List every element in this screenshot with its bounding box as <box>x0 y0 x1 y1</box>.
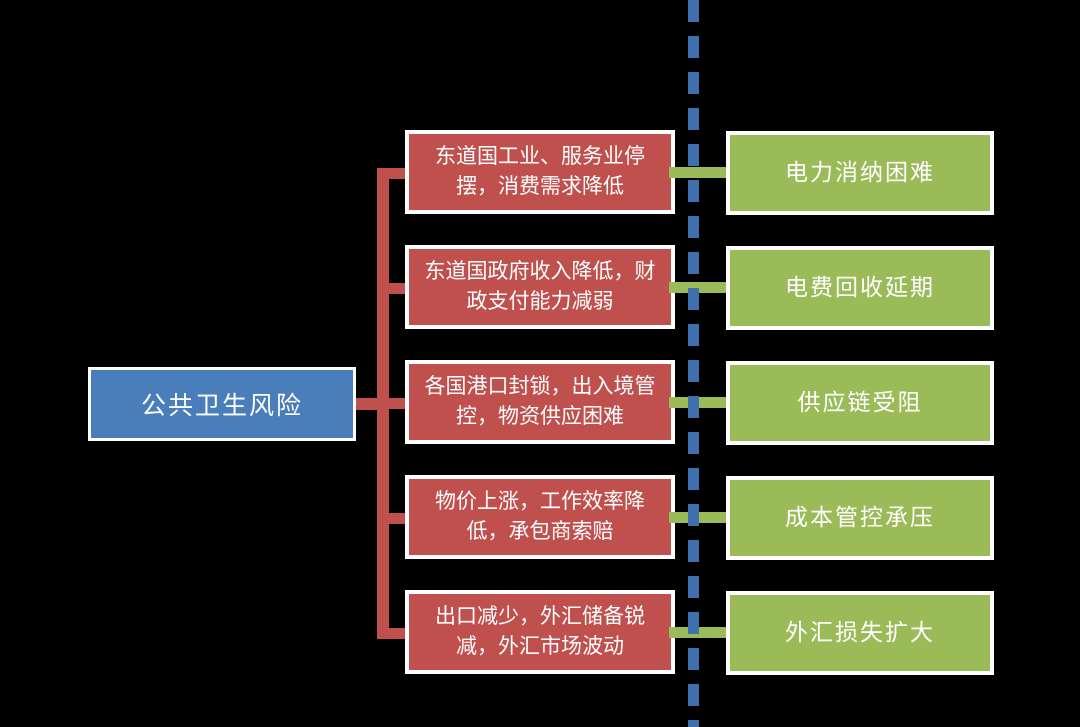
connector-red-branch-1 <box>377 168 411 179</box>
cause-box-3-label: 各国港口封锁，出入境管控，物资供应困难 <box>424 374 656 428</box>
dashed-vertical-divider <box>688 0 699 727</box>
cause-box-4-label: 物价上涨，工作效率降低，承包商索赔 <box>435 489 645 543</box>
cause-box-5[interactable]: 出口减少，外汇储备锐减，外汇市场波动 <box>405 590 675 674</box>
cause-box-4[interactable]: 物价上涨，工作效率降低，承包商索赔 <box>405 475 675 559</box>
root-node-label: 公共卫生风险 <box>140 393 303 420</box>
connector-red-branch-3 <box>377 398 411 409</box>
connector-red-branch-2 <box>377 283 411 294</box>
effect-box-1-label: 电力消纳困难 <box>785 159 935 185</box>
cause-box-1-label: 东道国工业、服务业停摆，消费需求降低 <box>435 144 645 198</box>
effect-box-4-label: 成本管控承压 <box>785 504 935 530</box>
effect-box-3-label: 供应链受阻 <box>797 389 923 415</box>
effect-box-5[interactable]: 外汇损失扩大 <box>726 591 994 675</box>
connector-green-3 <box>669 397 731 408</box>
effect-box-1[interactable]: 电力消纳困难 <box>726 131 994 215</box>
cause-box-5-label: 出口减少，外汇储备锐减，外汇市场波动 <box>435 604 645 658</box>
effect-box-3[interactable]: 供应链受阻 <box>726 361 994 445</box>
connector-green-2 <box>669 282 731 293</box>
connector-red-branch-4 <box>377 513 411 524</box>
connector-green-4 <box>669 512 731 523</box>
cause-box-2[interactable]: 东道国政府收入降低，财政支付能力减弱 <box>405 245 675 329</box>
connector-green-5 <box>669 627 731 638</box>
cause-box-1[interactable]: 东道国工业、服务业停摆，消费需求降低 <box>405 130 675 214</box>
cause-box-2-label: 东道国政府收入降低，财政支付能力减弱 <box>424 259 656 313</box>
connector-red-branch-5 <box>377 628 411 639</box>
root-node-public-health-risk[interactable]: 公共卫生风险 <box>88 367 356 441</box>
effect-box-5-label: 外汇损失扩大 <box>785 619 935 645</box>
cause-box-3[interactable]: 各国港口封锁，出入境管控，物资供应困难 <box>405 360 675 444</box>
effect-box-2[interactable]: 电费回收延期 <box>726 246 994 330</box>
effect-box-4[interactable]: 成本管控承压 <box>726 476 994 560</box>
connector-green-1 <box>669 167 731 178</box>
effect-box-2-label: 电费回收延期 <box>785 274 935 300</box>
